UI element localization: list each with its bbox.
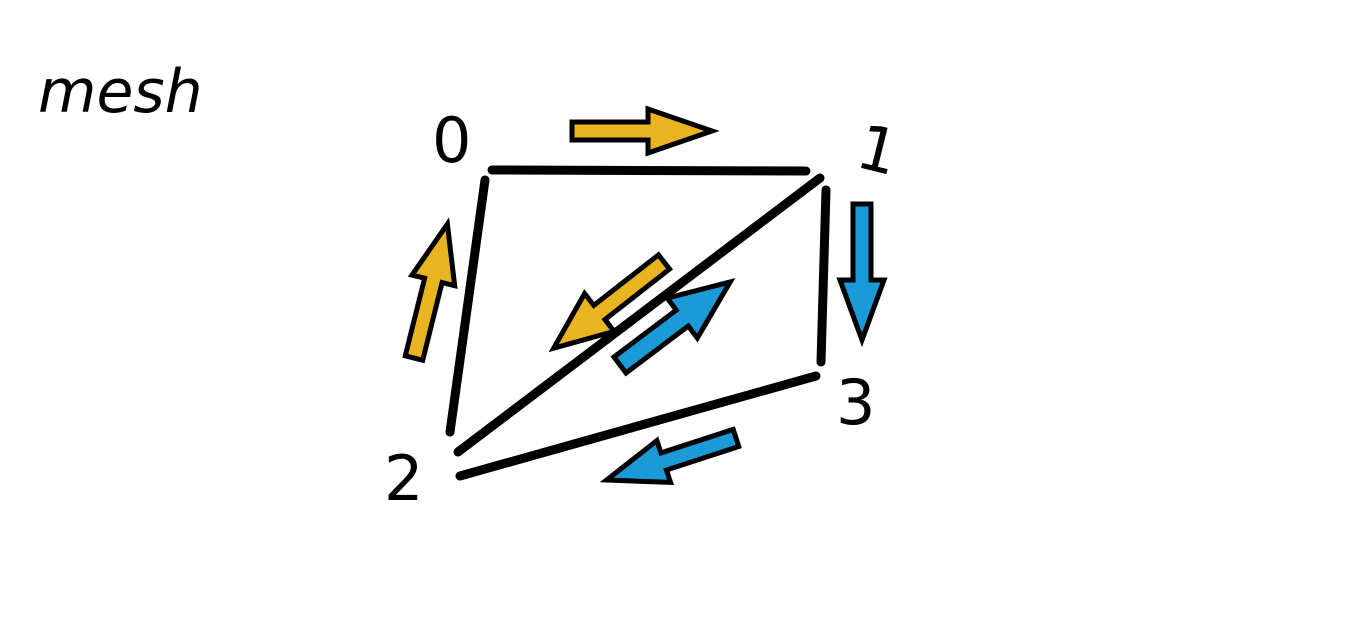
arrow-icon-2-to-1 — [610, 278, 736, 377]
edge-1-3 — [816, 185, 831, 367]
arrow-icon-3-to-2 — [599, 426, 742, 486]
vertex-labels: 0 1 2 3 — [384, 104, 906, 515]
edge-3-2 — [455, 371, 821, 481]
orientation-arrows — [402, 105, 888, 486]
arrow-icon-1-to-2 — [548, 251, 674, 353]
vertex-label-3: 3 — [836, 366, 875, 439]
arrow-icon-1-to-3 — [836, 201, 888, 348]
arrow-icon-0-to-1 — [569, 105, 720, 157]
mesh-edges — [445, 165, 831, 481]
vertex-label-1: 1 — [850, 110, 906, 190]
edge-0-1 — [487, 165, 811, 176]
edge-0-2 — [445, 175, 490, 437]
vertex-label-2: 2 — [384, 442, 423, 515]
edge-1-2 — [453, 173, 825, 457]
arrow-icon-2-to-0 — [402, 217, 458, 364]
diagram-title: mesh — [38, 57, 203, 127]
vertex-label-0: 0 — [432, 104, 471, 177]
